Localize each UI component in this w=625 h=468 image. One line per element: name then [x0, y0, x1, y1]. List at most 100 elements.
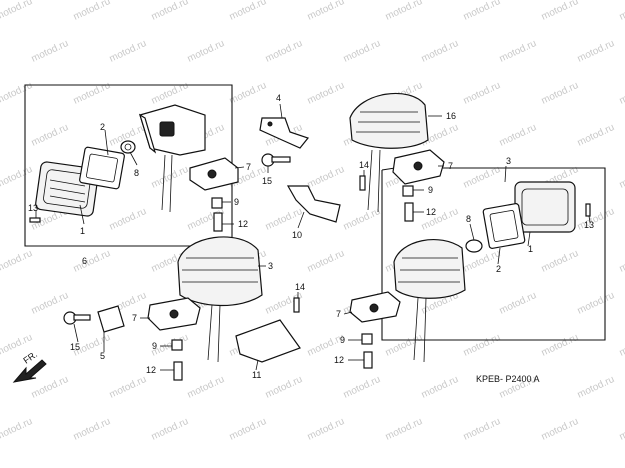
- watermark-text: motod.ru: [72, 248, 112, 275]
- screw-14-lower: [293, 297, 300, 313]
- callout-4: 4: [276, 93, 281, 103]
- watermark-text: motod.ru: [306, 248, 346, 275]
- bracket-4: [259, 117, 310, 149]
- watermark-text: motod.ru: [618, 416, 625, 443]
- watermark-text: motod.ru: [306, 416, 346, 443]
- callout-9-center-left: 9: [152, 341, 157, 351]
- watermark-text: motod.ru: [264, 206, 304, 233]
- watermark-text: motod.ru: [498, 38, 538, 65]
- watermark-text: motod.ru: [150, 0, 190, 23]
- watermark-text: motod.ru: [384, 416, 424, 443]
- watermark-text: motod.ru: [150, 80, 190, 107]
- watermark-text: motod.ru: [618, 332, 625, 359]
- bolt-9-12-center-left: [171, 339, 183, 381]
- watermark-text: motod.ru: [576, 374, 616, 401]
- watermark-text: motod.ru: [342, 38, 382, 65]
- callout-9-lower-right: 9: [340, 335, 345, 345]
- callout-15-left: 15: [70, 342, 80, 352]
- callout-15-top: 15: [262, 176, 272, 186]
- callout-10: 10: [292, 230, 302, 240]
- watermark-text: motod.ru: [384, 332, 424, 359]
- watermark-text: motod.ru: [150, 164, 190, 191]
- callout-7-top-right: 7: [448, 161, 453, 171]
- housing-3-center: [177, 236, 263, 363]
- bolt-9-12-left: [211, 197, 223, 232]
- watermark-text: motod.ru: [30, 38, 70, 65]
- bolt-9-12-top-right: [402, 185, 414, 222]
- watermark-text: motod.ru: [576, 206, 616, 233]
- watermark-text: motod.ru: [186, 374, 226, 401]
- bracket-7-left: [189, 157, 239, 191]
- housing-16: [349, 92, 429, 213]
- watermark-text: motod.ru: [228, 80, 268, 107]
- stay-11: [235, 319, 301, 363]
- callout-3-center: 3: [268, 261, 273, 271]
- callout-14-lower: 14: [295, 282, 305, 292]
- watermark-text: motod.ru: [342, 206, 382, 233]
- watermark-text: motod.ru: [462, 80, 502, 107]
- bracket-5: [97, 305, 125, 333]
- watermark-text: motod.ru: [108, 374, 148, 401]
- watermark-text: motod.ru: [0, 80, 34, 107]
- screw-13-right: [585, 203, 591, 217]
- callout-9-left: 9: [234, 197, 239, 207]
- watermark-text: motod.ru: [420, 374, 460, 401]
- watermark-text: motod.ru: [462, 0, 502, 23]
- watermark-text: motod.ru: [540, 80, 580, 107]
- watermark-text: motod.ru: [264, 38, 304, 65]
- lens-1-right: [514, 181, 576, 233]
- watermark-text: motod.ru: [108, 38, 148, 65]
- callout-labels: 2 8 1 13 6 7 9 12 15 4 10 16 7 9 12 14 3…: [28, 93, 594, 380]
- callout-13-right: 13: [584, 220, 594, 230]
- diagram-code: KPEB- P2400 A: [476, 374, 540, 384]
- screw-13-left: [29, 217, 41, 223]
- bolt-15-left: [63, 311, 91, 325]
- fr-arrow-icon: [12, 359, 47, 383]
- callout-16: 16: [446, 111, 456, 121]
- callout-1-left: 1: [80, 226, 85, 236]
- watermark-text: motod.ru: [0, 416, 34, 443]
- watermark-text: motod.ru: [498, 122, 538, 149]
- callout-12-center-left: 12: [146, 365, 156, 375]
- callout-14-top: 14: [359, 160, 369, 170]
- gasket-2-left: [79, 146, 125, 190]
- watermark-text: motod.ru: [72, 80, 112, 107]
- bracket-7-center-left: [147, 297, 201, 331]
- direction-label: FR.: [21, 349, 39, 366]
- watermark-text: motod.ru: [30, 290, 70, 317]
- watermark-text: motod.ru: [384, 0, 424, 23]
- callout-12-left: 12: [238, 219, 248, 229]
- bulb-8-right: [465, 239, 483, 253]
- watermark-text: motod.ru: [306, 80, 346, 107]
- watermark-text: motod.ru: [540, 0, 580, 23]
- watermark-text: motod.ru: [72, 416, 112, 443]
- watermark-text: motod.ru: [0, 0, 34, 23]
- watermark-text: motod.ru: [462, 416, 502, 443]
- watermark-text: motod.ru: [420, 38, 460, 65]
- watermark-text: motod.ru: [618, 0, 625, 23]
- callout-8-right: 8: [466, 214, 471, 224]
- watermark-text: motod.ru: [540, 248, 580, 275]
- bracket-7-top-right: [392, 149, 445, 185]
- watermark-text: motod.ru: [186, 38, 226, 65]
- watermark-text: motod.ru: [576, 290, 616, 317]
- watermark-text: motod.ru: [72, 0, 112, 23]
- watermark-text: motod.ru: [306, 0, 346, 23]
- stay-10: [286, 185, 341, 223]
- watermark-text: motod.ru: [498, 290, 538, 317]
- callout-6: 6: [82, 256, 87, 266]
- watermark-text: motod.ru: [264, 374, 304, 401]
- callout-2-right: 2: [496, 264, 501, 274]
- leader-lines: [35, 103, 591, 371]
- watermark-text: motod.ru: [228, 0, 268, 23]
- watermark-text: motod.ru: [540, 332, 580, 359]
- screw-14-top: [359, 175, 366, 191]
- watermark-text: motod.ru: [0, 248, 34, 275]
- watermark-text: motod.ru: [0, 164, 34, 191]
- callout-2-left: 2: [100, 122, 105, 132]
- callout-3-right: 3: [506, 156, 511, 166]
- watermark-text: motod.ru: [618, 248, 625, 275]
- watermark-text: motod.ru: [30, 122, 70, 149]
